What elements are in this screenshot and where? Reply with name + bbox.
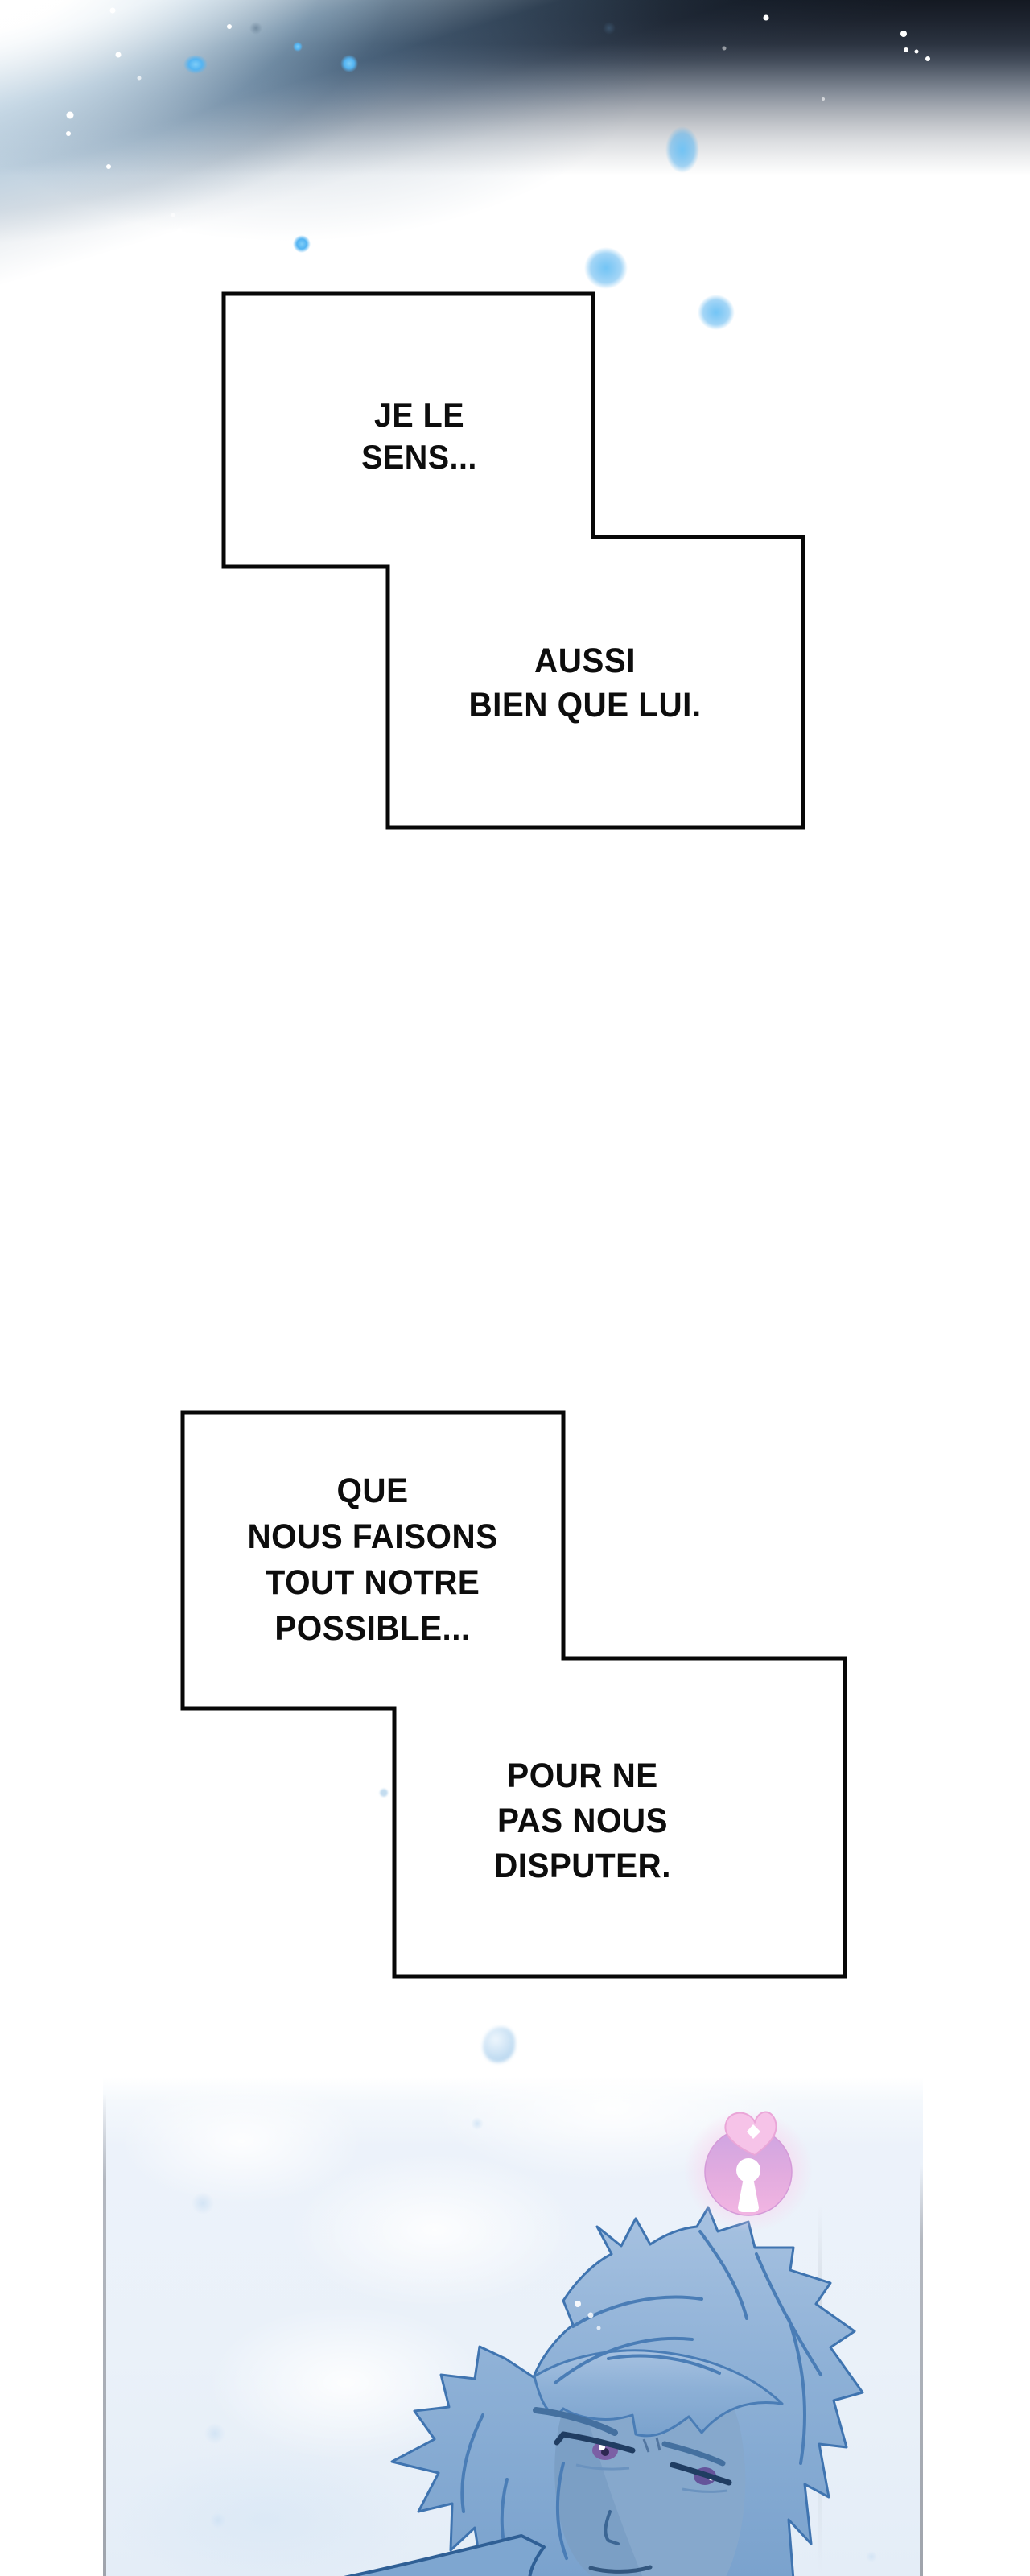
cyan-bokeh <box>183 22 735 330</box>
speech-bubble-pair-2 <box>180 1410 847 1979</box>
bubble-text-2a: QUE NOUS FAISONS TOUT NOTRE POSSIBLE... <box>247 1468 497 1652</box>
mouth-line <box>588 2565 653 2574</box>
speech-bubble-pair-1 <box>221 291 805 830</box>
under-eye-left <box>575 2463 630 2471</box>
illustration-panel <box>103 2077 923 2576</box>
nose-line <box>604 2510 620 2545</box>
hair-highlight <box>587 2312 594 2318</box>
bubble-line: DISPUTER. <box>494 1847 671 1885</box>
bubble-text-1a: JE LE SENS... <box>361 394 477 478</box>
brow-furrow <box>642 2437 661 2453</box>
speech-bubbles-layer <box>180 291 847 1979</box>
petal-mote <box>483 2027 515 2062</box>
bubble-line: BIEN QUE LUI. <box>468 686 702 724</box>
keyhole-icon <box>736 2158 760 2212</box>
under-eye-right <box>682 2487 728 2493</box>
character-features <box>533 2407 732 2574</box>
panel-border-left <box>103 2093 106 2576</box>
eyelash-right <box>670 2462 732 2486</box>
snow-specks <box>66 7 930 233</box>
bubble-text-2b: POUR NE PAS NOUS DISPUTER. <box>494 1753 671 1889</box>
eyelash-left <box>554 2431 636 2454</box>
face-shadow <box>554 2401 643 2576</box>
hair-highlight <box>596 2326 601 2330</box>
bubble-line: SENS... <box>361 438 477 476</box>
eye-left-glint <box>599 2444 605 2450</box>
bubble-text-1b: AUSSI BIEN QUE LUI. <box>468 639 701 728</box>
bubble-line: JE LE <box>373 396 465 434</box>
illustration-art <box>103 2077 923 2576</box>
character-portrait <box>343 2206 864 2576</box>
bubble-line: PAS NOUS <box>497 1802 668 1840</box>
bubble-line: AUSSI <box>534 642 636 680</box>
eyebrow-right <box>661 2441 726 2467</box>
bubble-line: NOUS FAISONS <box>247 1517 498 1556</box>
heart-gem <box>747 2124 760 2139</box>
hair-strands <box>460 2230 822 2574</box>
bubble-line: POSSIBLE... <box>274 1609 471 1648</box>
eyebrow-left <box>533 2407 618 2436</box>
character-shoulder <box>343 2534 546 2576</box>
bubble-line: POUR NE <box>507 1757 658 1795</box>
bubble-line: QUE <box>336 1472 409 1510</box>
hair-highlight <box>575 2301 581 2307</box>
dust-mote <box>380 1789 388 1797</box>
bubble-line: TOUT NOTRE <box>265 1563 480 1602</box>
heart-padlock-icon <box>684 2109 813 2231</box>
panel-border-right <box>920 2165 923 2576</box>
sky-particles <box>66 7 930 330</box>
